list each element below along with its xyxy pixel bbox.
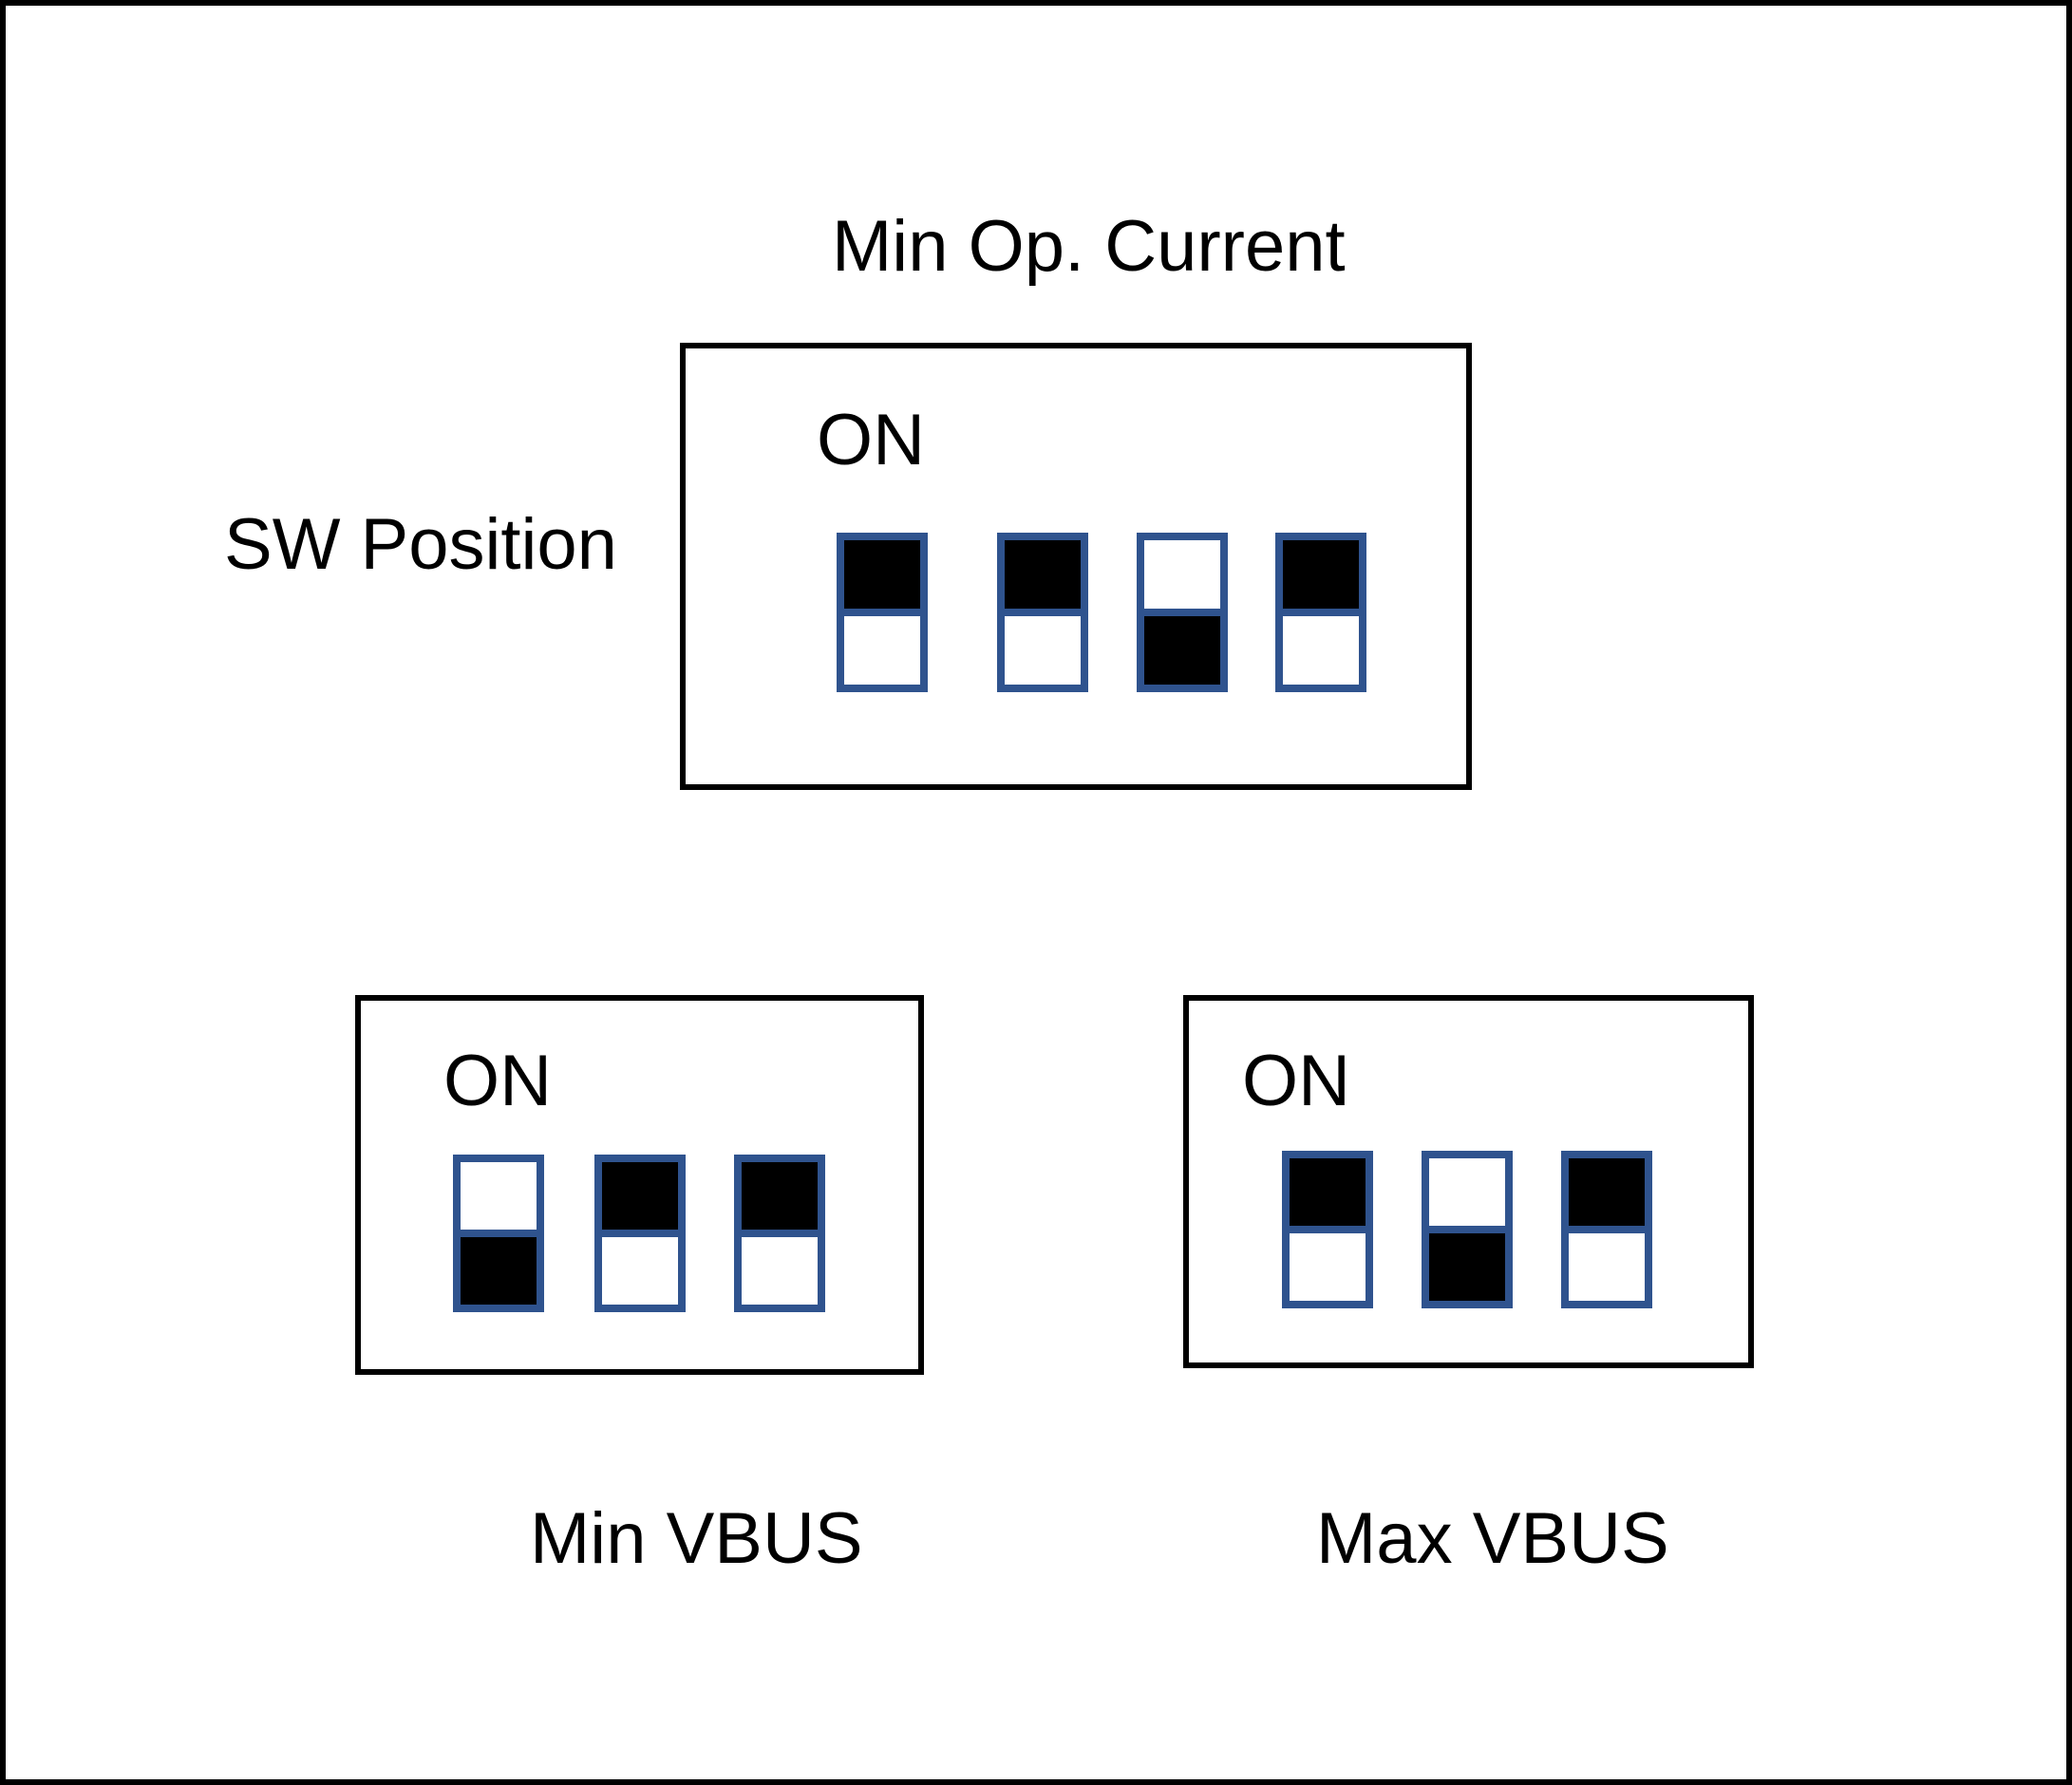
panel-min-op-current: ON — [680, 343, 1472, 790]
figure-title: Min Op. Current — [832, 206, 1346, 287]
switch-top-half — [1429, 1158, 1505, 1233]
switch-top-half — [1005, 540, 1081, 616]
dip-switch-row — [686, 348, 1466, 784]
dip-switch-1-on — [837, 533, 928, 692]
switch-bottom-half — [602, 1237, 678, 1305]
switch-bottom-half — [461, 1237, 537, 1305]
switch-top-half — [1144, 540, 1220, 616]
dip-switch-2-on — [997, 533, 1088, 692]
dip-switch-3-off — [1137, 533, 1228, 692]
dip-switch-2-on — [594, 1155, 686, 1312]
dip-switch-4-on — [1275, 533, 1366, 692]
switch-bottom-half — [1290, 1233, 1366, 1301]
dip-switch-1-off — [453, 1155, 544, 1312]
switch-top-half — [844, 540, 920, 616]
dip-switch-1-on — [1282, 1151, 1373, 1308]
caption-min-vbus: Min VBUS — [530, 1498, 863, 1579]
dip-switch-2-off — [1422, 1151, 1513, 1308]
on-label: ON — [817, 400, 925, 480]
on-label: ON — [443, 1041, 552, 1121]
panel-min-vbus: ON — [355, 995, 924, 1375]
switch-bottom-half — [1005, 616, 1081, 685]
on-label: ON — [1242, 1041, 1350, 1121]
switch-bottom-half — [1569, 1233, 1645, 1301]
switch-top-half — [742, 1162, 818, 1237]
switch-top-half — [1569, 1158, 1645, 1233]
dip-switch-row — [361, 1001, 918, 1369]
dip-switch-3-on — [1561, 1151, 1652, 1308]
switch-bottom-half — [1429, 1233, 1505, 1301]
caption-max-vbus: Max VBUS — [1316, 1498, 1669, 1579]
switch-top-half — [461, 1162, 537, 1237]
switch-bottom-half — [1144, 616, 1220, 685]
dip-switch-row — [1189, 1001, 1748, 1362]
switch-top-half — [602, 1162, 678, 1237]
sw-position-label: SW Position — [224, 504, 617, 585]
switch-bottom-half — [742, 1237, 818, 1305]
dip-switch-3-on — [734, 1155, 825, 1312]
panel-max-vbus: ON — [1183, 995, 1754, 1368]
switch-bottom-half — [1283, 616, 1359, 685]
switch-top-half — [1290, 1158, 1366, 1233]
switch-top-half — [1283, 540, 1359, 616]
switch-bottom-half — [844, 616, 920, 685]
